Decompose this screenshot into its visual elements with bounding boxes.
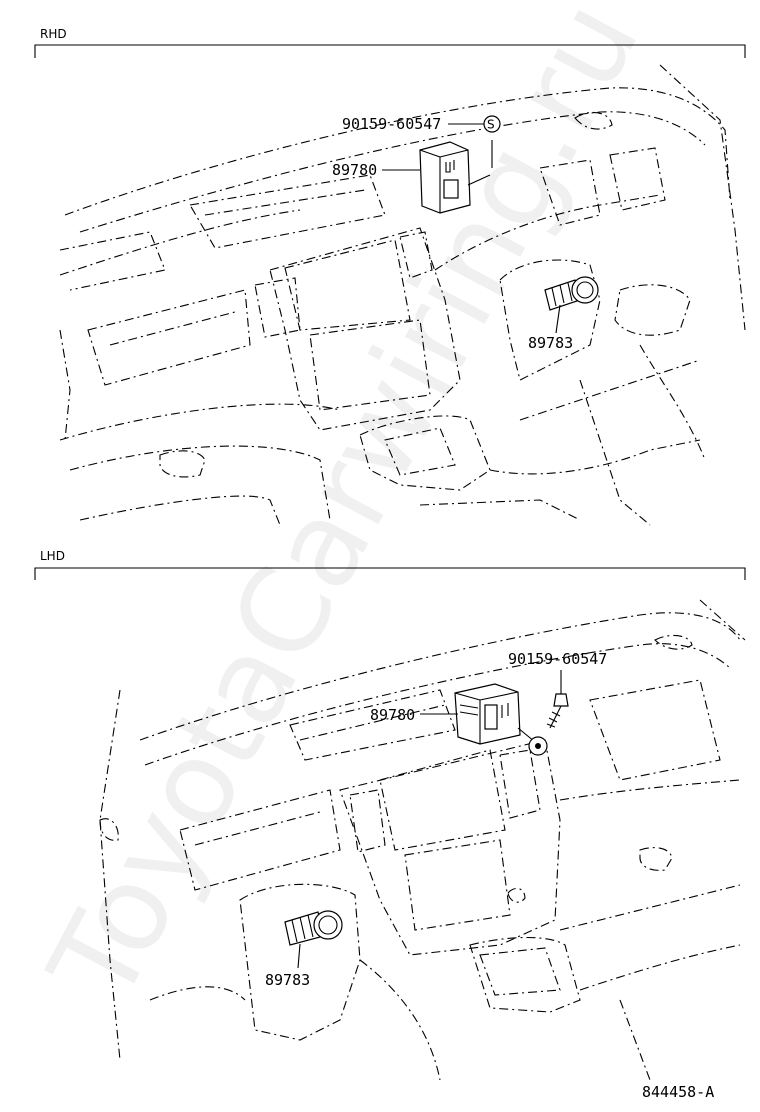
lhd-bolt-label: 90159-60547 — [508, 650, 607, 668]
lhd-unit-label: 89780 — [370, 706, 415, 724]
rhd-section-title: RHD — [40, 27, 67, 41]
rhd-unit-label: 89780 — [332, 161, 377, 179]
lhd-sensor-89783 — [284, 910, 343, 946]
rhd-bolt-label: 90159-60547 — [342, 115, 441, 133]
rhd-sensor-leader — [555, 304, 561, 334]
lhd-bolt-90159-60547 — [528, 693, 569, 756]
rhd-dashboard-outline — [59, 64, 746, 526]
rhd-section-bracket — [34, 44, 746, 58]
lhd-section-title: LHD — [40, 549, 65, 563]
rhd-sensor-label: 89783 — [528, 334, 573, 352]
lhd-sensor-leader — [297, 943, 301, 969]
lhd-sensor-label: 89783 — [265, 971, 310, 989]
figure-id: 844458-A — [642, 1083, 714, 1101]
lhd-section-bracket — [34, 567, 746, 580]
lhd-dashboard-outline — [99, 599, 746, 1081]
rhd-bolt-symbol-text: S — [487, 118, 495, 132]
rhd-bolt-symbol — [483, 115, 501, 133]
lhd-unit-89780 — [454, 683, 541, 747]
rhd-unit-89780 — [419, 140, 493, 214]
rhd-sensor-89783 — [544, 276, 599, 311]
